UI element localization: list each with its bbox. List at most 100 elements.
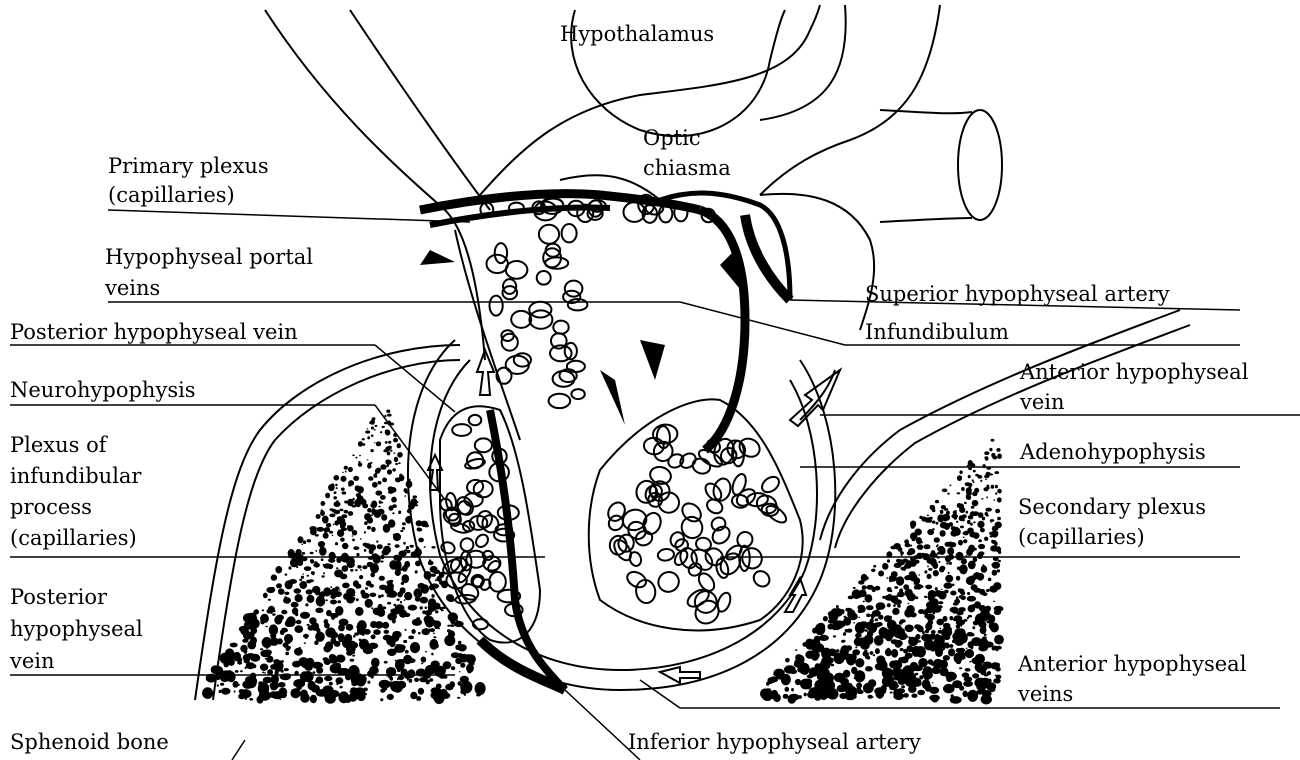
bone-speck (945, 575, 953, 583)
bone-speck (429, 639, 438, 650)
bone-speck (220, 683, 224, 686)
vessel-loop (473, 619, 488, 629)
bone-speck (367, 670, 374, 677)
bone-speck (425, 665, 437, 675)
bone-speck (906, 661, 908, 663)
bone-speck (348, 511, 353, 516)
bone-speck (408, 605, 417, 611)
bone-speck (341, 488, 345, 491)
bone-speck (360, 569, 362, 570)
bone-speck (941, 505, 946, 509)
bone-speck (971, 506, 975, 509)
bone-speck (324, 676, 332, 681)
bone-speck (956, 648, 962, 653)
bone-speck (340, 686, 343, 689)
bone-speck (301, 576, 304, 579)
bone-speck (814, 680, 826, 691)
bone-speck (981, 565, 988, 572)
label-plexus-infund-4: (capillaries) (10, 526, 137, 551)
bone-speck (896, 688, 905, 693)
bone-speck (373, 661, 379, 666)
bone-speck (219, 690, 222, 693)
bone-speck (278, 588, 285, 594)
bone-speck (986, 496, 988, 498)
bone-speck (334, 491, 337, 494)
bone-speck (431, 546, 435, 549)
bone-speck (948, 572, 950, 574)
bone-speck (836, 609, 840, 613)
bone-speck (410, 642, 420, 653)
bone-speck (448, 630, 455, 637)
bone-speck (221, 688, 231, 695)
bone-speck (297, 559, 303, 566)
bone-speck (900, 648, 904, 651)
bone-speck (243, 613, 253, 623)
bone-speck (335, 542, 338, 545)
bone-speck (980, 670, 986, 675)
bone-speck (882, 596, 885, 599)
bone-speck (324, 623, 330, 629)
bone-speck (911, 694, 917, 698)
bone-speck (785, 687, 790, 692)
bone-speck (401, 582, 404, 585)
bone-speck (352, 668, 356, 671)
bone-speck (295, 612, 298, 616)
bone-speck (887, 648, 890, 650)
bone-speck (365, 587, 368, 589)
bone-speck (901, 685, 905, 688)
bone-speck (302, 544, 304, 546)
label-primary-plexus-1: Primary plexus (108, 154, 269, 179)
bone-speck (995, 509, 1000, 514)
bone-speck (988, 698, 993, 701)
bone-speck (889, 579, 892, 582)
bone-speck (270, 682, 280, 689)
bone-speck (845, 608, 851, 612)
bone-speck (967, 465, 969, 467)
bone-speck (905, 560, 913, 567)
bone-speck (965, 649, 974, 658)
bone-speck (332, 535, 334, 536)
bone-speck (823, 616, 828, 621)
bone-speck (323, 657, 329, 661)
bone-speck (967, 520, 971, 524)
bone-speck (395, 478, 400, 482)
bone-speck (949, 644, 953, 648)
bone-speck (403, 655, 412, 664)
bone-speck (361, 593, 369, 599)
bone-speck (973, 470, 976, 473)
bone-speck (266, 658, 272, 662)
bone-speck (376, 540, 378, 542)
bone-speck (293, 683, 298, 686)
bone-speck (990, 519, 995, 522)
bone-speck (373, 474, 375, 475)
bone-speck (340, 538, 345, 542)
bone-speck (359, 575, 363, 579)
bone-speck (356, 624, 366, 630)
bone-speck (941, 589, 943, 590)
bone-speck (284, 592, 289, 595)
bone-speck (831, 664, 835, 667)
bone-speck (307, 595, 315, 603)
bone-speck (460, 676, 469, 683)
bone-speck (884, 615, 892, 622)
bone-speck (342, 543, 349, 549)
bone-speck (268, 606, 275, 613)
bone-speck (308, 681, 316, 690)
bone-speck (356, 457, 358, 459)
bone-speck (326, 610, 332, 616)
bone-speck (343, 593, 349, 600)
bone-speck (363, 629, 370, 635)
bone-speck (393, 534, 395, 535)
bone-speck (305, 634, 308, 637)
bone-speck (262, 609, 264, 611)
bone-speck (964, 502, 967, 504)
superior-hypophyseal-artery (745, 215, 790, 300)
bone-speck (848, 660, 851, 662)
bone-speck (455, 658, 462, 664)
bone-speck (977, 474, 979, 476)
bone-speck (929, 687, 939, 694)
bone-speck (395, 544, 400, 548)
bone-speck (404, 488, 408, 492)
bone-speck (420, 597, 429, 604)
bone-speck (980, 480, 982, 482)
